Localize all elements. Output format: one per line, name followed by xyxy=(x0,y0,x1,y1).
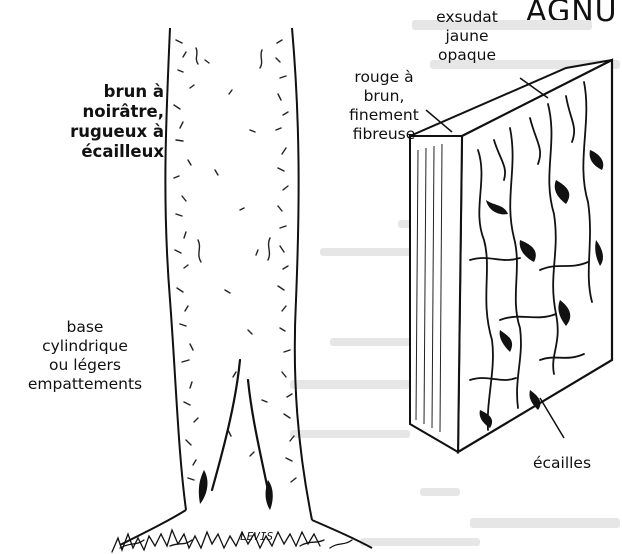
label-line: ou légers xyxy=(6,356,164,375)
label-line: finement xyxy=(332,106,436,125)
trunk-dark-patches xyxy=(199,470,273,510)
label-exudate: exsudat jaune opaque xyxy=(412,8,522,65)
label-line: exsudat xyxy=(412,8,522,27)
label-line: jaune xyxy=(412,27,522,46)
label-line: brun, xyxy=(332,87,436,106)
label-line: cylindrique xyxy=(6,337,164,356)
pointer-scales xyxy=(540,398,564,438)
label-line: empattements xyxy=(6,375,164,394)
label-line: brun à xyxy=(52,82,164,102)
label-line: opaque xyxy=(412,46,522,65)
label-inner-bark: rouge à brun, finement fibreuse xyxy=(332,68,436,144)
label-scales: écailles xyxy=(510,454,614,473)
grass-base xyxy=(112,530,352,552)
label-line: rugueux à xyxy=(52,122,164,142)
trunk-bark-texture xyxy=(174,40,296,482)
bark-block xyxy=(410,60,612,452)
label-line: noirâtre, xyxy=(52,102,164,122)
label-line: base xyxy=(6,318,164,337)
label-line: fibreuse xyxy=(332,125,436,144)
label-line: rouge à xyxy=(332,68,436,87)
label-bark-color: brun à noirâtre, rugueux à écailleux xyxy=(52,82,164,162)
trunk-buttress xyxy=(212,360,270,500)
label-base: base cylindrique ou légers empattements xyxy=(6,318,164,394)
label-line: écailleux xyxy=(52,142,164,162)
artist-signature: LEVIS xyxy=(240,530,273,543)
